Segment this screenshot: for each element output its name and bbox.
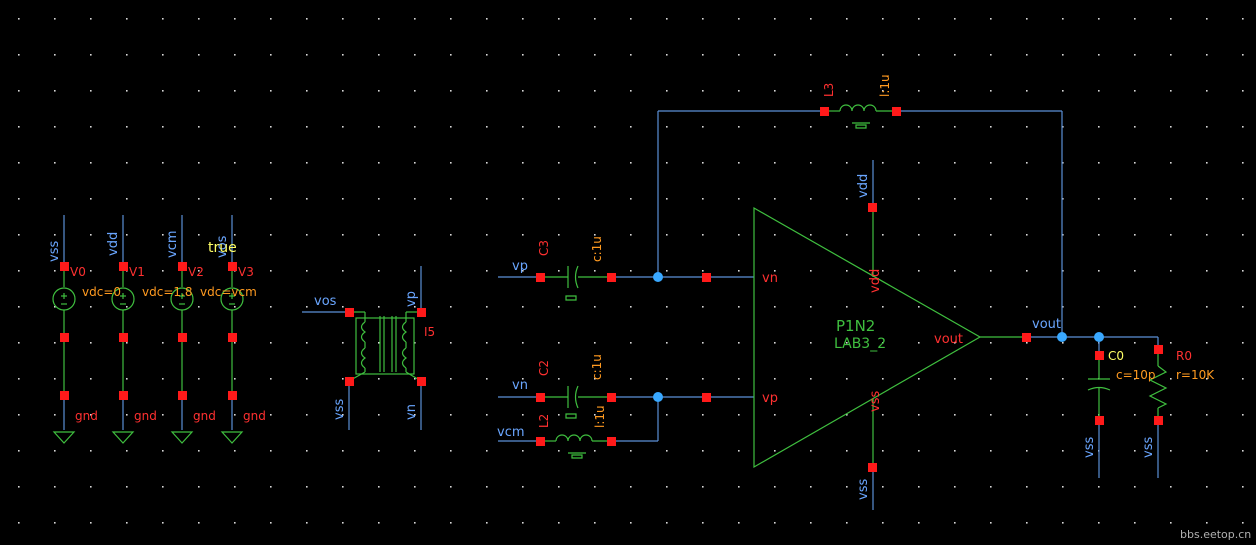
net-label-r0-vss: vss: [1141, 437, 1156, 458]
net-label-vout: vout: [1032, 317, 1061, 332]
v0-param: vdc=0: [82, 285, 121, 299]
v2-name: V2: [188, 265, 204, 279]
net-label-v2-top: vcm: [165, 230, 180, 258]
wires: [63, 110, 1159, 510]
c3-name: C3: [537, 240, 551, 256]
ground-icon: [220, 431, 244, 444]
net-label-v3-top: vos: [215, 235, 230, 258]
pins: [60, 107, 1163, 472]
net-label-i5-vos: vos: [314, 294, 337, 309]
r0-param: r=10K: [1176, 368, 1215, 382]
gnd-label-v2: gnd: [193, 409, 216, 423]
v3-name: V3: [238, 265, 254, 279]
watermark: bbs.eetop.cn: [1180, 528, 1251, 541]
net-label-v1-top: vdd: [106, 232, 121, 256]
net-label-c2-vn: vn: [512, 378, 528, 393]
v3-param: vdc=vcm: [200, 285, 257, 299]
ground-icon: [111, 431, 135, 444]
v0-name: V0: [70, 265, 86, 279]
gnd-label-v3: gnd: [243, 409, 266, 423]
net-label-i5-vn: vn: [404, 404, 419, 420]
v1-source-symbol[interactable]: [111, 266, 135, 393]
net-label-v0-top: vss: [47, 241, 62, 262]
c0-param: c=10p: [1116, 368, 1156, 382]
c2-param: c:1u: [590, 354, 604, 380]
net-label-l2-vcm: vcm: [497, 425, 525, 440]
net-label-i5-vp: vp: [404, 291, 419, 307]
v3-true-tag: true: [208, 240, 237, 256]
ground-icon: [170, 431, 194, 444]
amp-instance-name: P1N2: [836, 317, 875, 335]
i5-name: I5: [424, 325, 435, 339]
l3-name: L3: [822, 83, 836, 97]
c3-param: c:1u: [590, 236, 604, 262]
amp-pin-vn: vn: [762, 271, 778, 286]
l3-param: l:1u: [878, 74, 892, 97]
v3-source-symbol[interactable]: [220, 266, 244, 393]
ground-icon: [52, 431, 76, 444]
v1-name: V1: [129, 265, 145, 279]
c2-name: C2: [537, 360, 551, 376]
amp-cell-name: LAB3_2: [834, 336, 886, 352]
amp-pin-vss: vss: [868, 391, 883, 412]
net-label-amp-vss: vss: [856, 479, 871, 500]
net-label-c0-vss: vss: [1082, 437, 1097, 458]
gnd-label-v0: gnd: [75, 409, 98, 423]
net-label-i5-vss: vss: [332, 399, 347, 420]
amp-pin-vout: vout: [934, 332, 963, 347]
l2-name: L2: [537, 414, 551, 428]
junctions: [653, 272, 1104, 402]
v2-param: vdc=1.8: [142, 285, 192, 299]
r0-name: R0: [1176, 349, 1192, 363]
amp-pin-vp: vp: [762, 391, 778, 406]
amplifier-p1n2-symbol[interactable]: [753, 206, 1027, 469]
gnd-label-v1: gnd: [134, 409, 157, 423]
v0-source-symbol[interactable]: [52, 266, 76, 393]
net-label-c3-vp: vp: [512, 259, 528, 274]
net-label-amp-vdd: vdd: [856, 174, 871, 198]
l2-param: l:1u: [593, 405, 607, 428]
capacitor-c2-symbol[interactable]: [540, 385, 611, 419]
amp-pin-vdd: vdd: [868, 269, 883, 293]
transformer-i5-symbol[interactable]: [348, 311, 422, 382]
c0-name: C0: [1108, 349, 1124, 363]
